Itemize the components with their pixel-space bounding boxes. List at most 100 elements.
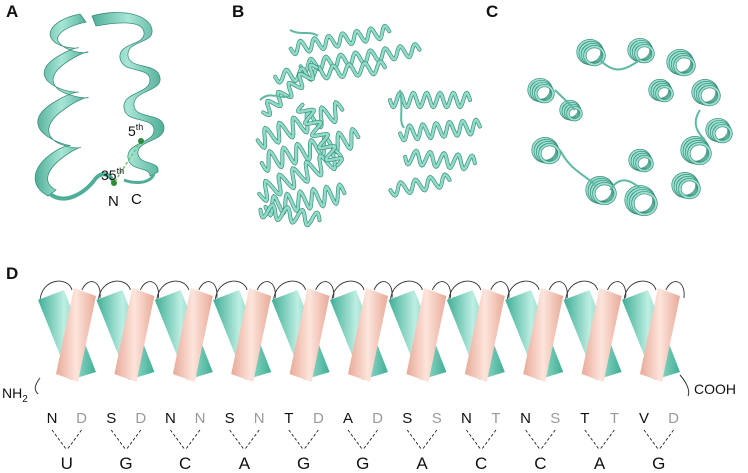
rna-base-9: C bbox=[534, 454, 546, 473]
b-helix-8 bbox=[388, 172, 452, 198]
top-residue-14: S bbox=[432, 410, 442, 427]
c-helix-13 bbox=[648, 78, 674, 103]
pair-dash-right-2 bbox=[125, 429, 142, 451]
panel-a-marker-5th bbox=[138, 138, 144, 144]
c-loops bbox=[554, 59, 706, 191]
top-residue-15: N bbox=[461, 410, 472, 427]
rna-base-4: A bbox=[239, 454, 251, 473]
panel-c-label: C bbox=[486, 2, 499, 21]
panel-d-nh2-label: NH2 bbox=[2, 385, 28, 405]
top-residue-6: N bbox=[195, 410, 206, 427]
salmon-helix-9 bbox=[523, 288, 564, 382]
salmon-helix-11 bbox=[640, 288, 680, 382]
pair-dash-left-8 bbox=[466, 429, 482, 451]
panel-a-marker-35th bbox=[111, 180, 117, 186]
panel-a-35th-label: 35th bbox=[101, 166, 124, 183]
panel-a-left-helix bbox=[34, 13, 89, 197]
pair-dash-left-11 bbox=[643, 429, 660, 451]
top-residue-5: N bbox=[165, 410, 176, 427]
loop-top-a-4 bbox=[214, 280, 248, 301]
salmon-helix-8 bbox=[464, 288, 505, 382]
c-helix-12 bbox=[559, 99, 583, 122]
top-residue-11: A bbox=[343, 410, 353, 427]
top-residue-16: T bbox=[491, 410, 500, 427]
panel-b-side-view-structure bbox=[255, 23, 482, 228]
top-residue-3: S bbox=[106, 410, 116, 427]
panel-d-label: D bbox=[6, 264, 19, 283]
rna-base-7: A bbox=[416, 454, 428, 473]
c-helix-11 bbox=[527, 77, 555, 104]
pair-dash-left-6 bbox=[347, 429, 364, 451]
loop-top-a-6 bbox=[331, 280, 365, 301]
pair-dash-left-10 bbox=[584, 429, 600, 451]
pair-dash-right-4 bbox=[244, 429, 260, 451]
pair-dash-right-6 bbox=[362, 429, 378, 451]
loop-top-a-8 bbox=[448, 280, 482, 301]
panel-d-c-tail bbox=[679, 374, 690, 397]
top-residue-22: D bbox=[668, 410, 679, 427]
salmon-helix-10 bbox=[581, 288, 622, 382]
c-helix-3 bbox=[666, 48, 696, 77]
b-helix-4 bbox=[261, 62, 319, 118]
panel-b-label: B bbox=[232, 2, 245, 21]
top-residue-20: T bbox=[610, 410, 619, 427]
panel-a-distance-line bbox=[113, 140, 142, 184]
panel-a-n-tail bbox=[48, 172, 116, 201]
pair-dash-left-2 bbox=[110, 429, 127, 451]
rna-base-11: G bbox=[652, 454, 665, 473]
top-residue-2: D bbox=[76, 410, 87, 427]
c-helix-7 bbox=[671, 172, 701, 200]
pair-dash-right-5 bbox=[303, 429, 319, 451]
c-helix-5 bbox=[705, 117, 733, 144]
salmon-helix-1 bbox=[56, 288, 96, 382]
c-helix-1 bbox=[576, 38, 606, 67]
b-helix-3 bbox=[273, 59, 387, 85]
top-residue-10: D bbox=[313, 410, 324, 427]
pair-dash-right-1 bbox=[66, 429, 82, 451]
loop-top-a-10 bbox=[565, 280, 599, 301]
b-helix-12 bbox=[263, 182, 347, 218]
pair-dash-left-1 bbox=[51, 429, 68, 451]
top-residue-12: D bbox=[372, 410, 383, 427]
panel-a-right-helix bbox=[91, 12, 165, 177]
loop-top-b-11 bbox=[665, 281, 685, 299]
top-residue-17: N bbox=[520, 410, 531, 427]
b-helix-11 bbox=[257, 147, 343, 203]
salmon-helix-6 bbox=[348, 288, 388, 382]
loop-top-a-3 bbox=[156, 280, 190, 301]
loop-top-a-5 bbox=[273, 280, 307, 301]
top-residue-4: D bbox=[135, 410, 146, 427]
top-residue-13: S bbox=[402, 410, 412, 427]
pair-dash-left-7 bbox=[406, 429, 423, 451]
c-helix-4 bbox=[691, 78, 721, 107]
loop-top-a-1 bbox=[39, 280, 73, 301]
b-helix-14 bbox=[296, 102, 344, 168]
salmon-helix-3 bbox=[172, 288, 213, 382]
b-helix-5 bbox=[388, 90, 472, 110]
top-residue-1: N bbox=[47, 410, 58, 427]
pair-dash-right-7 bbox=[421, 429, 438, 451]
top-residue-8: N bbox=[254, 410, 265, 427]
b-helix-7 bbox=[403, 148, 477, 172]
panel-a-c-tail bbox=[123, 173, 156, 184]
rna-base-8: C bbox=[475, 454, 487, 473]
panel-a-label: A bbox=[6, 2, 19, 21]
pair-dash-left-5 bbox=[288, 429, 304, 451]
c-helix-9 bbox=[585, 176, 617, 206]
top-residue-9: T bbox=[284, 410, 293, 427]
b-loops bbox=[259, 29, 405, 129]
rna-base-1: U bbox=[61, 454, 73, 473]
c-helix-10 bbox=[531, 137, 561, 165]
b-helix-6 bbox=[398, 117, 482, 143]
pair-dash-right-9 bbox=[540, 429, 556, 451]
panel-d-n-tail bbox=[34, 377, 41, 395]
salmon-helix-4 bbox=[231, 288, 272, 382]
pair-dash-left-9 bbox=[525, 429, 541, 451]
top-residue-19: T bbox=[580, 410, 589, 427]
pair-dash-right-11 bbox=[658, 429, 674, 451]
top-residue-18: S bbox=[550, 410, 560, 427]
pair-dash-left-3 bbox=[170, 429, 186, 451]
pair-dash-left-4 bbox=[229, 429, 245, 451]
